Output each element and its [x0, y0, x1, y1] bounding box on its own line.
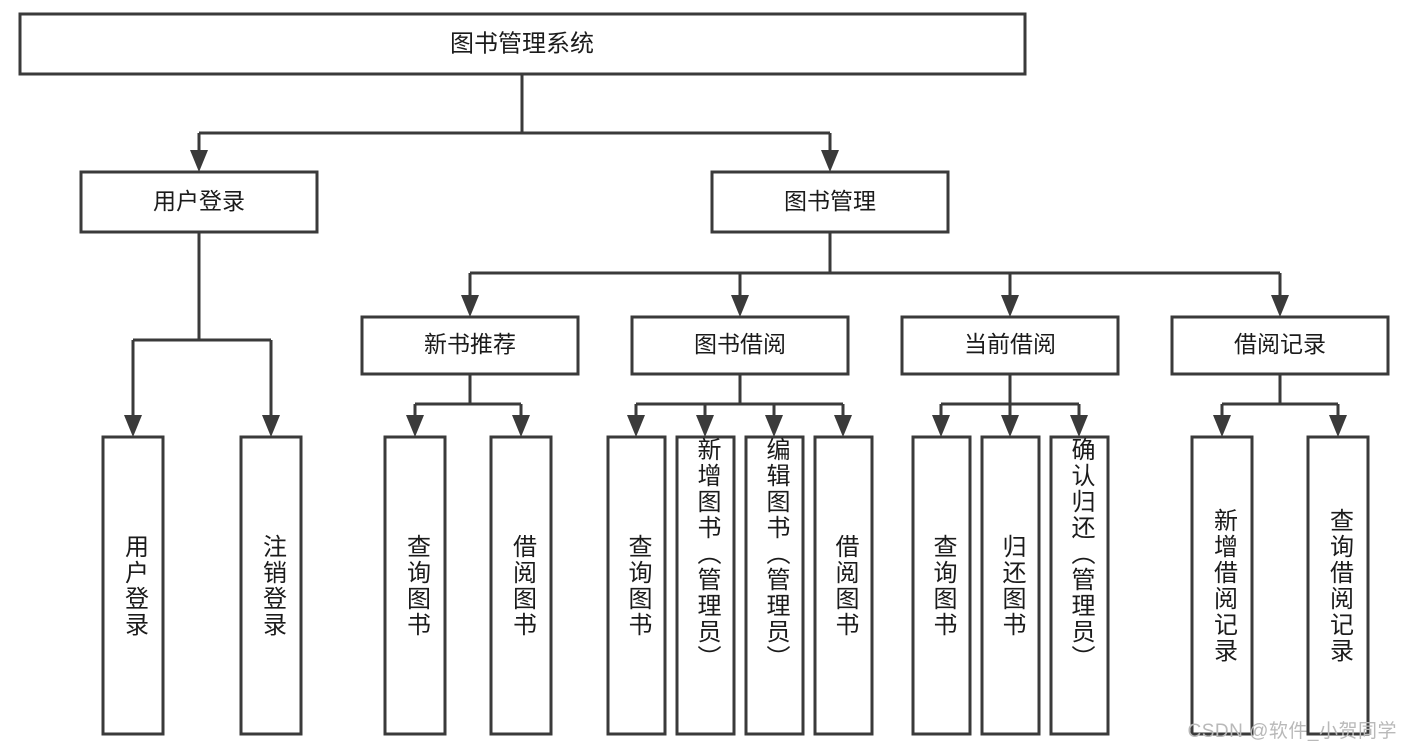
arrow-leaf-edit-book: [765, 415, 783, 437]
arrow-leaf-user-logout: [262, 415, 280, 437]
node-borrow-record-label: 借阅记录: [1234, 331, 1326, 357]
arrow-book-borrow: [731, 295, 749, 317]
node-book-borrow[interactable]: [630, 315, 850, 376]
arrow-new-book-recommend: [461, 295, 479, 317]
node-leaf-add-record[interactable]: [1190, 435, 1254, 736]
arrow-leaf-user-login: [124, 415, 142, 437]
node-leaf-query-book-3[interactable]: [911, 435, 972, 736]
node-root-label: 图书管理系统: [450, 30, 594, 57]
arrow-leaf-query-book-3: [932, 415, 950, 437]
arrow-leaf-query-book-2: [627, 415, 645, 437]
arrow-leaf-borrow-book-1: [512, 415, 530, 437]
node-current-borrow-label: 当前借阅: [964, 331, 1056, 357]
node-leaf-query-book-1[interactable]: [383, 435, 447, 736]
node-new-book-recommend[interactable]: [360, 315, 580, 376]
arrow-leaf-return-book: [1001, 415, 1019, 437]
node-leaf-query-record[interactable]: [1306, 435, 1370, 736]
arrow-leaf-confirm-return: [1070, 415, 1088, 437]
arrow-borrow-record: [1271, 295, 1289, 317]
arrow-leaf-borrow-book-2: [834, 415, 852, 437]
node-new-book-recommend-label: 新书推荐: [424, 331, 516, 357]
node-root[interactable]: [18, 12, 1027, 76]
node-layer: 图书管理系统 用户登录 图书管理 新书推荐 图书借阅 当前借阅 借阅记录: [18, 12, 1390, 736]
watermark-text: CSDN @软件_小贺同学: [1187, 721, 1397, 742]
node-leaf-return-book[interactable]: [980, 435, 1041, 736]
node-leaf-query-book-2[interactable]: [606, 435, 667, 736]
node-book-borrow-label: 图书借阅: [694, 331, 786, 357]
node-leaf-confirm-return[interactable]: [1049, 435, 1110, 736]
arrow-current-borrow: [1001, 295, 1019, 317]
node-user-login[interactable]: [79, 170, 319, 234]
node-current-borrow[interactable]: [900, 315, 1120, 376]
node-leaf-borrow-book-2[interactable]: [813, 435, 874, 736]
node-leaf-borrow-book-1[interactable]: [489, 435, 553, 736]
node-leaf-user-login[interactable]: [101, 435, 165, 736]
arrow-to-user-login: [190, 150, 208, 172]
arrow-leaf-add-book: [696, 415, 714, 437]
node-leaf-add-book[interactable]: [675, 435, 736, 736]
arrow-leaf-query-record: [1329, 415, 1347, 437]
arrow-leaf-add-record: [1213, 415, 1231, 437]
node-book-manage-label: 图书管理: [784, 188, 876, 214]
node-book-manage[interactable]: [710, 170, 950, 234]
node-user-login-label: 用户登录: [153, 188, 245, 214]
arrow-to-book-manage: [821, 150, 839, 172]
arrow-leaf-query-book-1: [406, 415, 424, 437]
node-leaf-edit-book[interactable]: [744, 435, 805, 736]
node-leaf-user-logout[interactable]: [239, 435, 303, 736]
connector-layer: [124, 74, 1347, 437]
node-borrow-record[interactable]: [1170, 315, 1390, 376]
